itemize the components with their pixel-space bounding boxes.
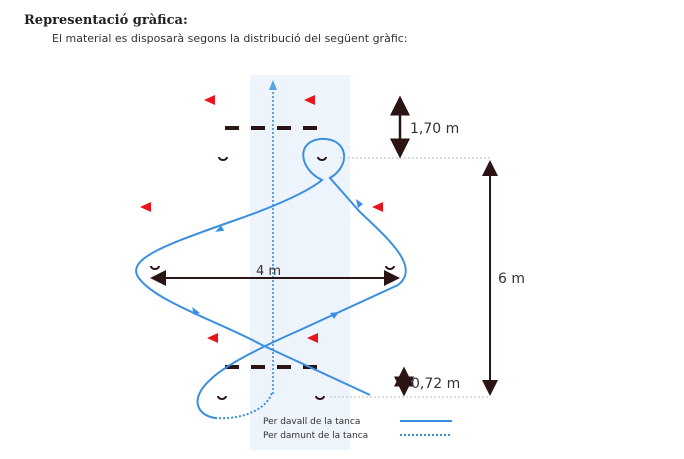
post-icon [218,157,228,161]
section-subtitle: El material es disposarà segons la distr… [52,32,408,45]
post-icon [217,396,227,400]
length-label: 6 m [498,271,525,287]
arrow-icon [215,225,225,232]
post-icon [385,266,395,270]
cone-icon [207,333,218,343]
bottom-gap-label: 0,72 m [411,376,460,392]
fences [225,126,322,369]
route-over-path [214,391,273,420]
cone-icon [304,95,315,105]
up-arrow-icon [269,80,277,90]
arrow-icon [192,307,200,315]
cones [140,95,383,343]
width-label: 4 m [256,264,281,279]
post-icon [315,396,325,400]
arrow-icon [356,199,363,208]
post-icon [317,157,327,161]
cone-icon [204,95,215,105]
legend: Per davall de la tanca Per damunt de la … [263,417,452,441]
legend-label-over: Per damunt de la tanca [263,431,368,441]
cone-icon [140,202,151,212]
center-band [250,75,350,450]
route-under-path [135,137,407,419]
direction-arrows [192,199,363,319]
cone-icon [372,202,383,212]
section-title: Representació gràfica: [24,13,188,28]
post-icon [150,266,160,270]
cone-icon [307,333,318,343]
legend-label-under: Per davall de la tanca [263,417,360,427]
top-gap-label: 1,70 m [410,121,459,137]
posts [150,157,395,400]
arrow-icon [330,312,339,319]
